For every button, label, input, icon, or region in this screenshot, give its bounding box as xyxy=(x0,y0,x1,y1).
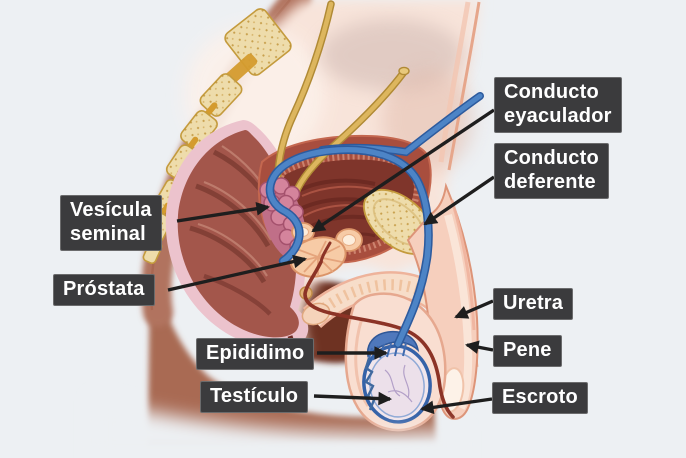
bottom-fade xyxy=(95,400,460,458)
label-conducto-deferente: Conducto deferente xyxy=(494,143,609,199)
label-uretra: Uretra xyxy=(493,288,574,320)
label-pene: Pene xyxy=(493,335,562,367)
arrow-pene xyxy=(464,340,494,354)
label-escroto: Escroto xyxy=(492,382,588,414)
arrow-escroto xyxy=(419,397,493,415)
arrow-vesicula-seminal xyxy=(176,202,271,223)
arrow-testiculo xyxy=(313,391,393,406)
label-epididimo: Epididimo xyxy=(196,338,315,370)
label-vesicula-seminal: Vesícula seminal xyxy=(60,195,162,251)
arrow-prostata xyxy=(167,254,307,292)
label-prostata: Próstata xyxy=(53,274,155,306)
urethra xyxy=(303,241,455,419)
arrow-uretra xyxy=(454,299,494,319)
arrow-conducto-deferente xyxy=(423,175,495,226)
label-testiculo: Testículo xyxy=(200,381,309,413)
label-conducto-eyaculador: Conducto eyaculador xyxy=(494,77,622,133)
vas-deferens xyxy=(265,92,484,349)
arrow-conducto-eyaculador xyxy=(311,108,495,233)
